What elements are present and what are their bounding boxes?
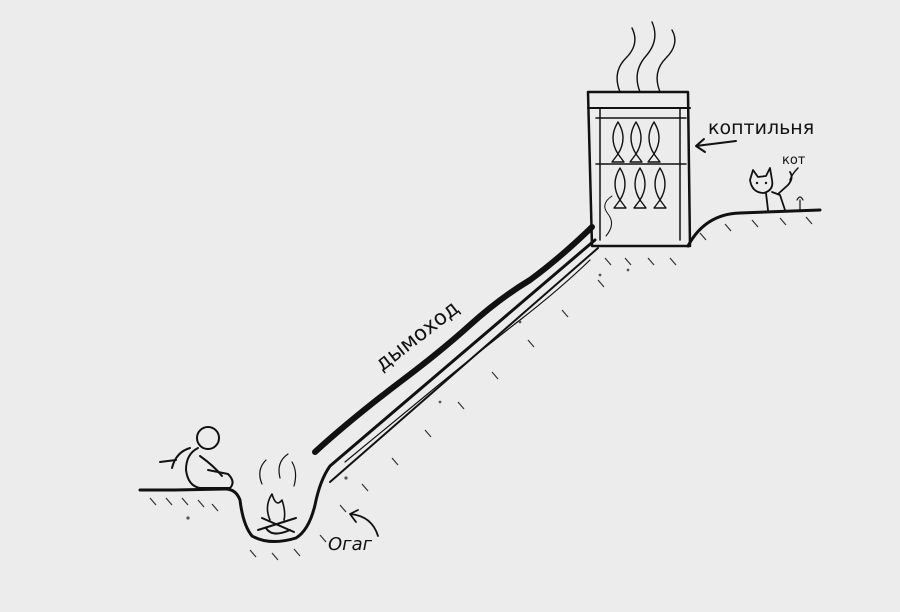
ground — [138, 208, 822, 561]
fire-arrow — [349, 509, 379, 537]
fish-icon — [611, 121, 661, 163]
smokehouse-arrow — [695, 138, 737, 153]
person-sitting-icon — [159, 426, 234, 489]
cat-arrow — [789, 167, 799, 181]
fire-label: Огаг — [328, 534, 373, 555]
smokehouse — [586, 21, 692, 248]
cat-icon — [749, 167, 804, 211]
cat-label: кот — [782, 153, 806, 168]
campfire-icon — [257, 453, 297, 535]
fish-icon — [613, 167, 667, 209]
chimney-pipe — [312, 224, 595, 455]
smokehouse-label: коптильня — [708, 117, 814, 139]
